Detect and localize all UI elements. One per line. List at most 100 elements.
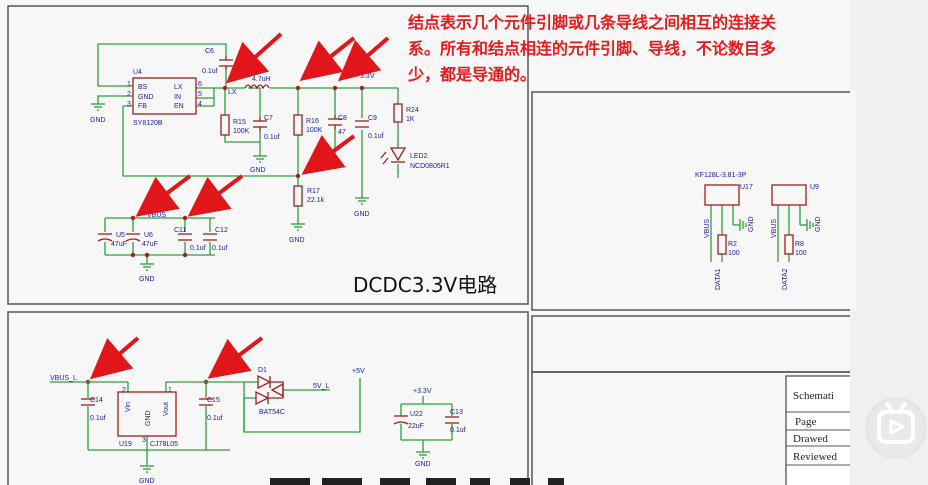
u4-pin-num-4: 4 [198, 101, 202, 108]
u19-pin-vout: Vout [163, 402, 170, 416]
c11-ref: C11 [174, 227, 186, 234]
arrow-8 [207, 336, 264, 379]
section-title: DCDC3.3V电路 [353, 273, 497, 297]
r8-ref: R8 [795, 241, 804, 248]
net-data2: DATA2 [782, 268, 789, 290]
d1-part: BAT54C [259, 409, 285, 416]
u4-pin-en: EN [174, 103, 184, 110]
gnd-label-u4: GND [90, 117, 106, 124]
d1-ref: D1 [258, 367, 267, 374]
ldo-gnd [140, 451, 430, 473]
connector-components [704, 184, 807, 255]
u4-part: SY8120B [133, 120, 163, 127]
u4-pin-in: IN [174, 94, 181, 101]
r2-ref: R2 [728, 241, 737, 248]
arrow-6 [187, 174, 244, 217]
r16-value: 100K [306, 127, 323, 134]
title-reviewed: Reviewed [793, 451, 837, 463]
c6-ref: C6 [205, 48, 214, 55]
r15-ref: R15 [233, 119, 246, 126]
net-vbus-u9: VBUS [771, 219, 778, 238]
c8-value: 47 [338, 129, 346, 136]
c14-value: 0.1uf [90, 415, 106, 422]
gnd-label-u9: GND [815, 216, 822, 232]
u19-ref: U19 [119, 441, 132, 448]
arrow-2 [299, 36, 356, 81]
u6-ref: U6 [144, 232, 153, 239]
u19-pin-vin: Vin [125, 402, 132, 412]
u4-pin-num-2: 2 [127, 91, 131, 98]
gnd-label-r17: GND [289, 237, 305, 244]
title-page: Page [795, 416, 817, 428]
c11-value: 0.1uf [190, 245, 206, 252]
r17-value: 22.1k [307, 197, 325, 204]
c12-value: 0.1uf [212, 245, 228, 252]
u4-chip [132, 77, 197, 115]
gnd-symbols-dcdc [91, 103, 369, 271]
r15-value: 100K [233, 128, 250, 135]
arrow-7 [89, 336, 140, 380]
led2-ref: LED2 [410, 153, 428, 160]
r24-value: 1K [406, 116, 415, 123]
u4-pin-num-1: 1 [127, 81, 131, 88]
net-3v3-top: +3.3V [356, 73, 375, 80]
title-drawed: Drawed [793, 433, 828, 445]
gnd-label-vbus: GND [139, 276, 155, 283]
c9-value: 0.1uf [368, 133, 384, 140]
u19-pin-num-3: 3 [142, 437, 146, 444]
bilibili-tv-icon[interactable] [865, 397, 927, 459]
net-5v: +5V [352, 368, 365, 375]
title-block: Schemati Page Drawed Reviewed [785, 375, 857, 485]
net-vbus: VBUS [147, 212, 166, 219]
gnd-label-c7: GND [250, 167, 266, 174]
junction-dots [85, 85, 365, 385]
u22-value: 22uF [408, 423, 424, 430]
u4-pin-num-3: 3 [127, 101, 131, 108]
r8-value: 100 [795, 250, 807, 257]
c15-ref: C15 [207, 397, 220, 404]
panel-cover [850, 92, 856, 310]
arrows [89, 32, 390, 380]
ldo-labels: VBUS_L C14 0.1uf C15 0.1uf Vin GND Vout … [50, 367, 466, 485]
u5-ref: U5 [116, 232, 125, 239]
c12-ref: C12 [215, 227, 228, 234]
annotation-line-3: 少，都是导通的。 [407, 65, 536, 84]
u4-pin-num-6: 6 [198, 81, 202, 88]
net-vbus-l: VBUS_L [50, 375, 77, 382]
u9-ref: U9 [810, 184, 819, 191]
u17-ref: U17 [740, 184, 753, 191]
net-vbus-u17: VBUS [704, 219, 711, 238]
u17-part: KF128L-3.81-3P [695, 172, 747, 179]
c9-ref: C9 [368, 115, 377, 122]
c13-value: 0.1uf [450, 427, 466, 434]
u4-pin-lx: LX [174, 84, 183, 91]
dcdc-wires [97, 43, 399, 264]
gnd-label-u19: GND [139, 478, 155, 485]
arrow-4 [301, 134, 356, 175]
l1-value: 4.7uH [252, 76, 271, 83]
u19-body [117, 391, 177, 437]
led2-part: NCD0805R1 [410, 163, 450, 170]
arrow-5 [135, 174, 192, 217]
u19-pin-num-1: 1 [168, 387, 172, 394]
r2-value: 100 [728, 250, 740, 257]
u19-pin-gnd: GND [145, 410, 152, 426]
c7-value: 0.1uf [264, 134, 280, 141]
c15-value: 0.1uf [207, 415, 223, 422]
u4-pin-fb: FB [138, 103, 147, 110]
cutoff-text [270, 478, 564, 485]
net-3v3-bottom: +3.3V [413, 388, 432, 395]
connector-gnd [739, 219, 814, 231]
net-lx: LX [228, 89, 237, 96]
u5-value: 47uF [111, 241, 127, 248]
gnd-label-u22: GND [415, 461, 431, 468]
gnd-label-u17: GND [748, 216, 755, 232]
r16-ref: R16 [306, 118, 319, 125]
c14-ref: C14 [90, 397, 103, 404]
u4-ref: U4 [133, 69, 142, 76]
u19-pin-num-2: 2 [122, 387, 126, 394]
u4-pin-bs: BS [138, 84, 148, 91]
gnd-label-c9: GND [354, 211, 370, 218]
title-schematic: Schemati [793, 390, 834, 402]
